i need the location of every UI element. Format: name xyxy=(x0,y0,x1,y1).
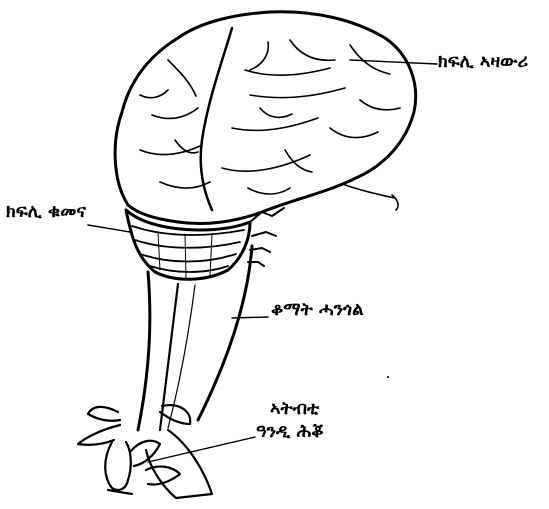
label-spinal-cord: ቆማት ሓንጎል xyxy=(271,301,364,319)
leader-lines xyxy=(88,60,437,462)
label-coccyx-line2: ዓንዲ ሕቖ xyxy=(256,423,324,441)
speck xyxy=(387,376,389,378)
label-cerebrum: ክፍሊ ኣዛውሪ xyxy=(438,53,528,71)
label-cerebellum: ክፍሊ ቁመና xyxy=(6,203,86,221)
cerebrum-shape xyxy=(115,12,416,224)
label-coccyx-line1: ኣትብቲ xyxy=(270,400,319,418)
nerve-roots xyxy=(248,208,284,266)
